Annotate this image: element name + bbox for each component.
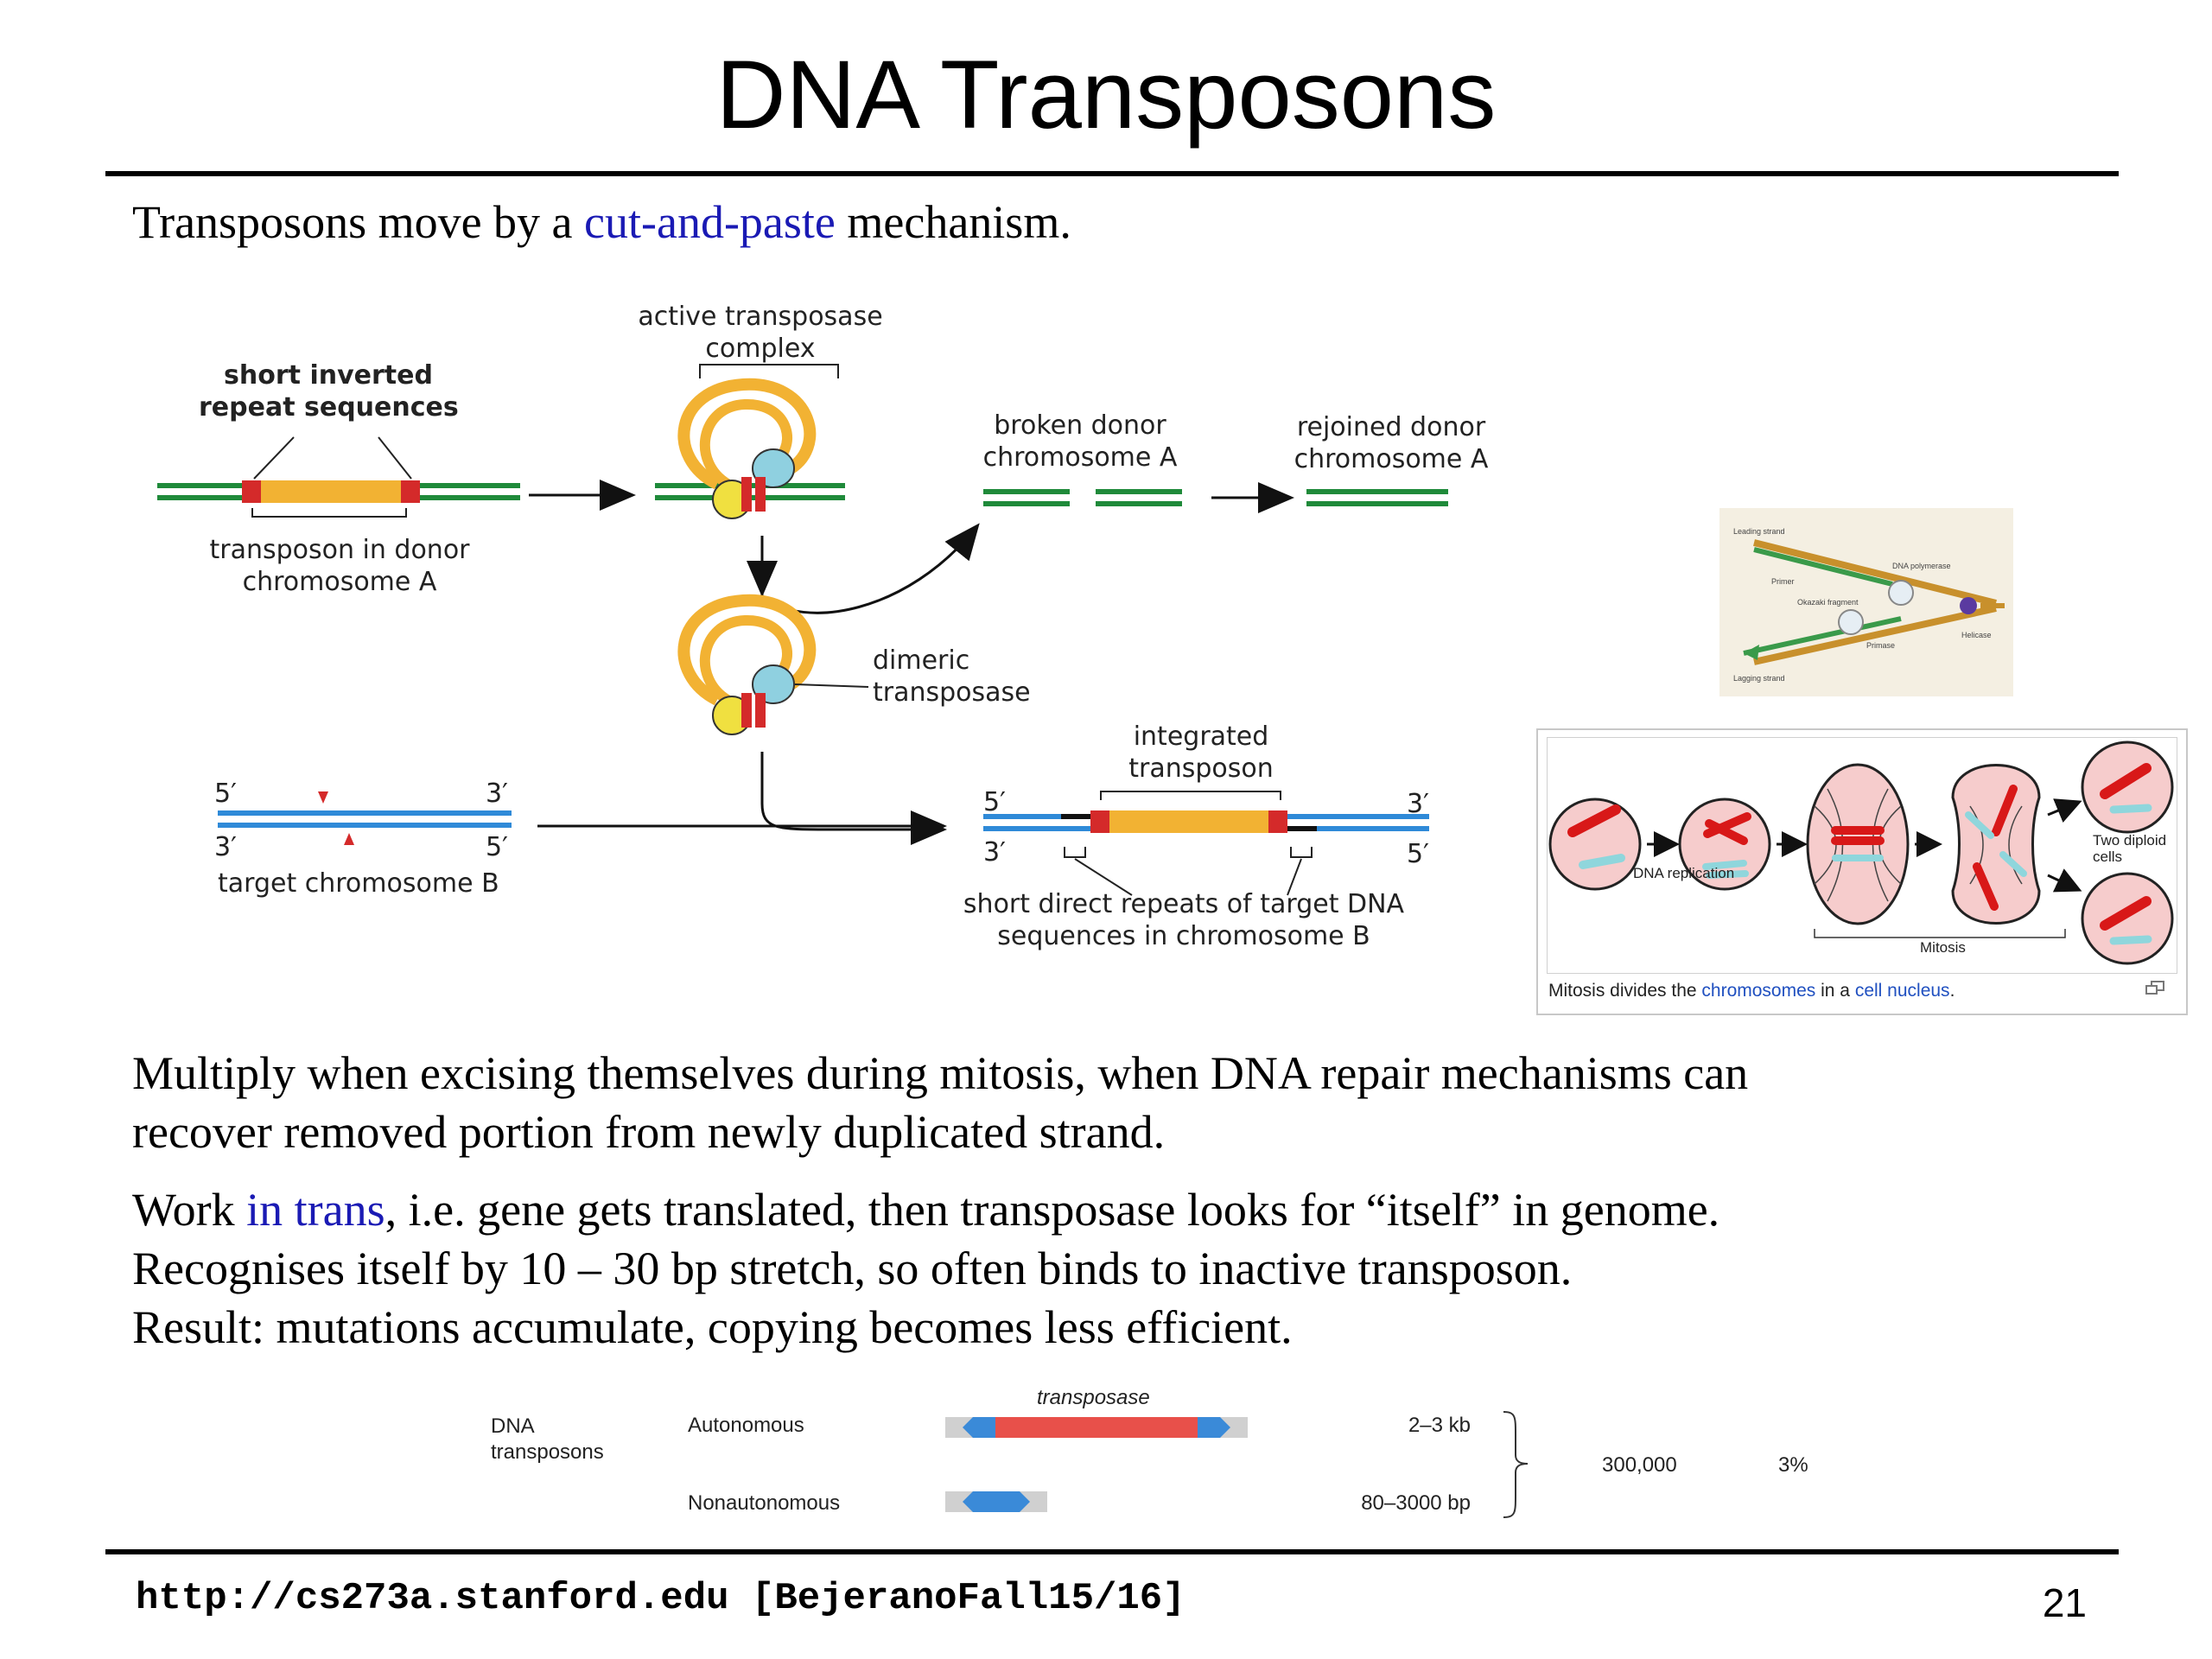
transposase-bar-label: transposase xyxy=(1037,1386,1150,1409)
enlarge-icon[interactable] xyxy=(2145,981,2165,995)
label-3prime-b-top: 3′ xyxy=(486,779,508,809)
fork-label-primase: Primase xyxy=(1866,641,1895,650)
cell-nucleus-link[interactable]: cell nucleus xyxy=(1854,981,1950,1001)
intro-text: Transposons move by a cut-and-paste mech… xyxy=(132,192,1071,252)
footer-rule xyxy=(105,1549,2119,1554)
dimeric-transposase xyxy=(677,594,869,735)
para2-line3: Result: mutations accumulate, copying be… xyxy=(132,1301,1293,1353)
label-dna-replication: DNA replication xyxy=(1633,865,1735,881)
autonomous-bar xyxy=(945,1417,1248,1438)
label-3prime-b-bottom: 3′ xyxy=(214,832,237,862)
nonautonomous-bar xyxy=(945,1491,1047,1512)
broken-donor-chromosome xyxy=(983,489,1182,506)
fork-label-leading: Leading strand xyxy=(1733,527,1785,536)
donor-chromosome-a xyxy=(157,436,520,518)
fork-label-okazaki: Okazaki fragment xyxy=(1797,598,1859,607)
fork-label-polymerase: DNA polymerase xyxy=(1892,562,1951,570)
transposon-structure-bars xyxy=(945,1417,1248,1512)
replication-fork-labels: Leading strand DNA polymerase Primer Oka… xyxy=(1733,527,1992,683)
label-5prime-b-bottom: 5′ xyxy=(486,832,508,862)
label-target-chromosome: target chromosome B xyxy=(218,868,499,899)
page-number: 21 xyxy=(2042,1580,2087,1625)
target-chromosome-b xyxy=(218,791,512,845)
curved-arrow-broken xyxy=(760,523,980,614)
cut-and-paste-link[interactable]: cut-and-paste xyxy=(584,196,836,248)
mitosis-paragraph: Multiply when excising themselves during… xyxy=(132,1044,1748,1161)
mitosis-illustration xyxy=(1548,741,2174,965)
trans-paragraph: Work in trans, i.e. gene gets translated… xyxy=(132,1180,1719,1357)
size-brace xyxy=(1503,1411,1529,1518)
mitosis-caption: Mitosis divides the chromosomes in a cel… xyxy=(1548,981,1955,1001)
label-5prime-int-bottom: 5′ xyxy=(1407,839,1429,869)
fork-label-primer: Primer xyxy=(1771,577,1795,586)
para1-line2: recover removed portion from newly dupli… xyxy=(132,1106,1166,1158)
fork-label-lagging: Lagging strand xyxy=(1733,674,1785,683)
intro-post: mechanism. xyxy=(835,196,1071,248)
in-trans-link[interactable]: in trans xyxy=(246,1184,385,1236)
copy-number: 300,000 xyxy=(1602,1453,1677,1477)
label-mitosis: Mitosis xyxy=(1920,939,1966,956)
label-3prime-int-bottom: 3′ xyxy=(983,837,1006,868)
row-nonautonomous-type: Nonautonomous xyxy=(688,1491,841,1515)
replication-fork-image: Leading strand DNA polymerase Primer Oka… xyxy=(1719,508,2013,696)
row-autonomous-size: 2–3 kb xyxy=(1408,1414,1471,1437)
row-nonautonomous-size: 80–3000 bp xyxy=(1361,1491,1471,1515)
arrow-down-2 xyxy=(760,752,947,845)
chromosomes-link[interactable]: chromosomes xyxy=(1701,981,1816,1001)
integrated-transposon xyxy=(983,791,1429,896)
footer-url[interactable]: http://cs273a.stanford.edu [BejeranoFall… xyxy=(136,1577,1185,1620)
para2-line1: Work in trans, i.e. gene gets translated… xyxy=(132,1184,1720,1236)
label-5prime-int-top: 5′ xyxy=(983,787,1006,817)
slide-title: DNA Transposons xyxy=(715,41,1497,149)
row-autonomous-type: Autonomous xyxy=(688,1414,804,1437)
rejoined-donor-chromosome xyxy=(1306,489,1448,506)
para1-line1: Multiply when excising themselves during… xyxy=(132,1047,1749,1099)
fork-label-helicase: Helicase xyxy=(1961,631,1992,639)
para2-line2: Recognises itself by 10 – 30 bp stretch,… xyxy=(132,1243,1573,1294)
transposition-diagram xyxy=(157,364,1448,896)
label-5prime-b-top: 5′ xyxy=(214,779,237,809)
active-transposase-complex xyxy=(655,364,845,519)
genome-percent: 3% xyxy=(1778,1453,1808,1477)
title-rule xyxy=(105,171,2119,176)
intro-pre: Transposons move by a xyxy=(132,196,585,248)
label-3prime-int-top: 3′ xyxy=(1407,789,1429,819)
